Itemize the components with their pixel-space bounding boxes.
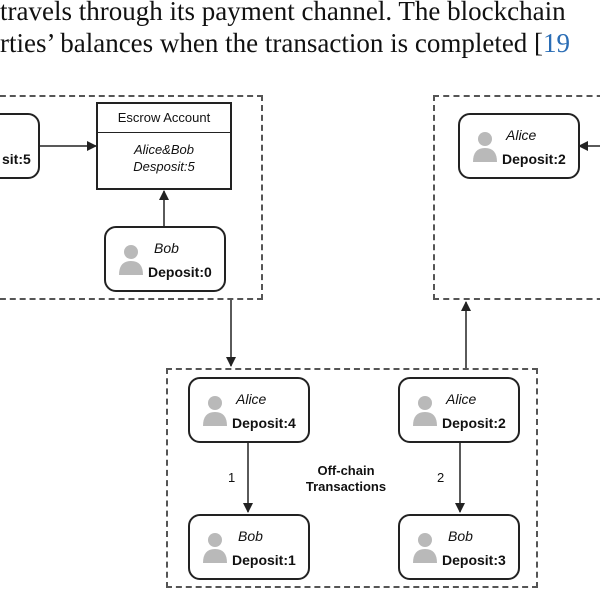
paragraph-line-2: rties’ balances when the transaction is … [0, 28, 570, 59]
person-icon [203, 396, 227, 426]
escrow-parties: Alice&Bob [134, 142, 194, 157]
escrow-body: Alice&Bob Desposit:5 [98, 133, 230, 175]
node-deposit: Deposit:1 [232, 552, 296, 568]
person-icon [413, 396, 437, 426]
person-icon [119, 245, 143, 275]
node-deposit: Deposit:2 [502, 151, 566, 167]
step-1-label: 1 [228, 470, 236, 485]
alice-tx1-node: Alice Deposit:4 [188, 377, 310, 443]
paragraph-line-1: travels through its payment channel. The… [0, 0, 566, 26]
node-deposit: Deposit:3 [442, 552, 506, 568]
person-icon [203, 533, 227, 563]
node-deposit: sit:5 [2, 151, 31, 167]
escrow-account-box: Escrow Account Alice&Bob Desposit:5 [96, 102, 232, 190]
step-2-label: 2 [437, 470, 445, 485]
bob-opening-node: Bob Deposit:0 [104, 226, 226, 292]
offchain-group [166, 368, 538, 588]
escrow-title: Escrow Account [98, 104, 230, 133]
person-icon [413, 533, 437, 563]
opening-group [0, 95, 263, 300]
node-deposit: Deposit:0 [148, 264, 212, 280]
person-icon [473, 132, 497, 162]
alice-closing-node: Alice Deposit:2 [458, 113, 580, 179]
offchain-transactions-label: Off-chain Transactions [290, 463, 402, 495]
node-name: Bob [154, 240, 179, 256]
closing-group [433, 95, 600, 300]
node-name: Bob [238, 528, 263, 544]
node-deposit: Deposit:4 [232, 415, 296, 431]
node-name: Alice [236, 391, 267, 407]
node-name: Bob [448, 528, 473, 544]
offchain-label-line-2: Transactions [305, 479, 387, 494]
escrow-deposit: Desposit:5 [133, 159, 195, 174]
bob-tx2-node: Bob Deposit:3 [398, 514, 520, 580]
alice-tx2-node: Alice Deposit:2 [398, 377, 520, 443]
citation-link[interactable]: 19 [543, 28, 571, 58]
alice-opening-node: sit:5 [0, 113, 40, 179]
bob-tx1-node: Bob Deposit:1 [188, 514, 310, 580]
node-deposit: Deposit:2 [442, 415, 506, 431]
paragraph-line-2-text: rties’ balances when the transaction is … [0, 28, 544, 58]
offchain-label-line-1: Off-chain [317, 463, 375, 478]
node-name: Alice [506, 127, 537, 143]
node-name: Alice [446, 391, 477, 407]
